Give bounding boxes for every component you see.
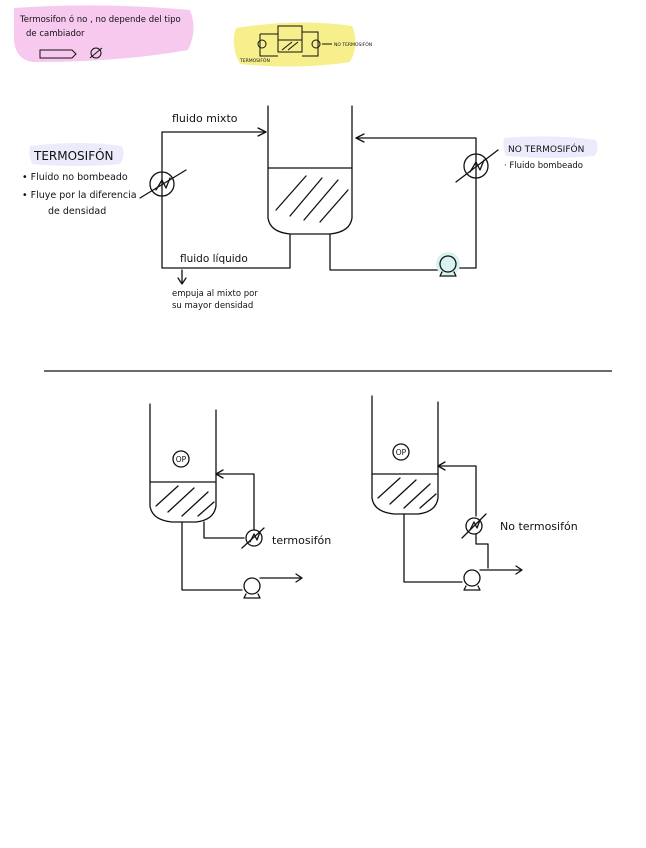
br-exchanger-icon <box>465 517 483 535</box>
left-bullet-1: • Fluido no bombeado <box>22 172 128 183</box>
right-exchanger-icon <box>463 153 489 179</box>
right-inlet-arrow-icon <box>355 133 365 143</box>
liquid-hatch <box>275 175 349 223</box>
bl-column-vessel <box>149 403 217 523</box>
note-highlight: Termosifon ó no , no depende del tipo de… <box>14 5 194 63</box>
br-outlet-arrow-icon <box>479 565 523 575</box>
br-return-pipe <box>437 465 477 517</box>
push-line-1: empuja al mixto por <box>172 289 258 299</box>
br-column-vessel <box>371 395 439 515</box>
bl-riser-pipe <box>215 473 255 531</box>
note-line-2: de cambiador <box>26 29 85 39</box>
mini-left-exchanger-icon <box>257 39 267 49</box>
mini-left-loop <box>259 33 278 57</box>
mini-sketch: NO TERMOSIFÓN TERMOSIFÓN <box>233 22 372 67</box>
top-diagram: fluido mixto fluido líquido empuja al mi… <box>22 105 598 311</box>
left-exchanger-line <box>139 169 187 199</box>
bl-inlet-arrow-icon <box>215 469 224 479</box>
right-title: NO TERMOSIFÓN <box>508 143 584 155</box>
left-title-highlight <box>29 143 124 166</box>
exchanger-slash-icon <box>89 47 103 59</box>
br-op-badge: OP <box>396 448 407 457</box>
bl-exchanger-icon <box>245 529 263 547</box>
br-pump-icon <box>463 569 481 587</box>
bl-return-pipe <box>203 521 245 539</box>
push-line-2: su mayor densidad <box>172 301 253 311</box>
right-title-highlight <box>503 136 598 158</box>
left-loop-pipe <box>161 131 291 269</box>
br-pump-base <box>463 585 481 591</box>
left-bullet-2: • Fluye por la diferencia <box>22 190 137 201</box>
bottom-left-diagram: OP termosifón <box>149 403 331 599</box>
mini-hatch <box>281 41 293 51</box>
down-arrow-icon <box>177 269 187 285</box>
left-exchanger-icon <box>149 171 175 197</box>
br-op-badge-icon <box>392 443 410 461</box>
bl-bottom-pipe <box>181 521 243 591</box>
bl-pump-icon <box>243 577 261 595</box>
br-liquid-hatch <box>377 477 437 509</box>
bl-exchanger-zigzag <box>249 531 261 543</box>
bottom-right-diagram: OP No termosifón <box>371 395 578 591</box>
left-bullet-3: de densidad <box>48 206 106 217</box>
br-inlet-arrow-icon <box>437 461 446 471</box>
bl-op-badge-icon <box>172 450 190 468</box>
bl-op-badge: OP <box>176 455 187 464</box>
mini-right-loop <box>302 31 319 57</box>
exchanger-sketch-icon <box>39 49 77 59</box>
br-exchanger-line <box>461 513 487 539</box>
mini-right-exchanger-icon <box>311 39 321 49</box>
right-exchanger-line <box>455 149 499 183</box>
column-vessel <box>267 105 353 235</box>
mini-label-right: NO TERMOSIFÓN <box>334 41 372 48</box>
right-loop-pipe <box>355 137 477 269</box>
label-mixed-fluid: fluido mixto <box>172 112 238 125</box>
mini-column-icon <box>277 25 303 53</box>
label-liquid-fluid: fluido líquido <box>180 253 248 265</box>
bl-label: termosifón <box>272 534 331 547</box>
note-line-1: Termosifon ó no , no depende del tipo <box>19 14 181 25</box>
br-bottom-pipe <box>403 513 463 583</box>
right-bottom-pipe <box>329 233 439 271</box>
left-title: TERMOSIFÓN <box>33 148 114 163</box>
pink-highlight-shape <box>14 5 194 63</box>
exchanger-symbol-icon <box>90 47 102 59</box>
bl-liquid-hatch <box>155 485 215 517</box>
pump-base <box>439 271 457 277</box>
mini-label-left: TERMOSIFÓN <box>239 57 270 64</box>
mini-hatch-2 <box>287 41 299 51</box>
right-bullet-1: · Fluido bombeado <box>504 161 583 171</box>
br-pump-link-pipe <box>475 533 489 569</box>
br-label: No termosifón <box>500 520 578 533</box>
pump-icon <box>439 255 457 273</box>
left-inlet-arrow-icon <box>257 127 267 137</box>
bl-exchanger-line <box>241 527 265 549</box>
bl-pump-base <box>243 593 261 599</box>
bl-outlet-arrow-icon <box>259 573 303 583</box>
